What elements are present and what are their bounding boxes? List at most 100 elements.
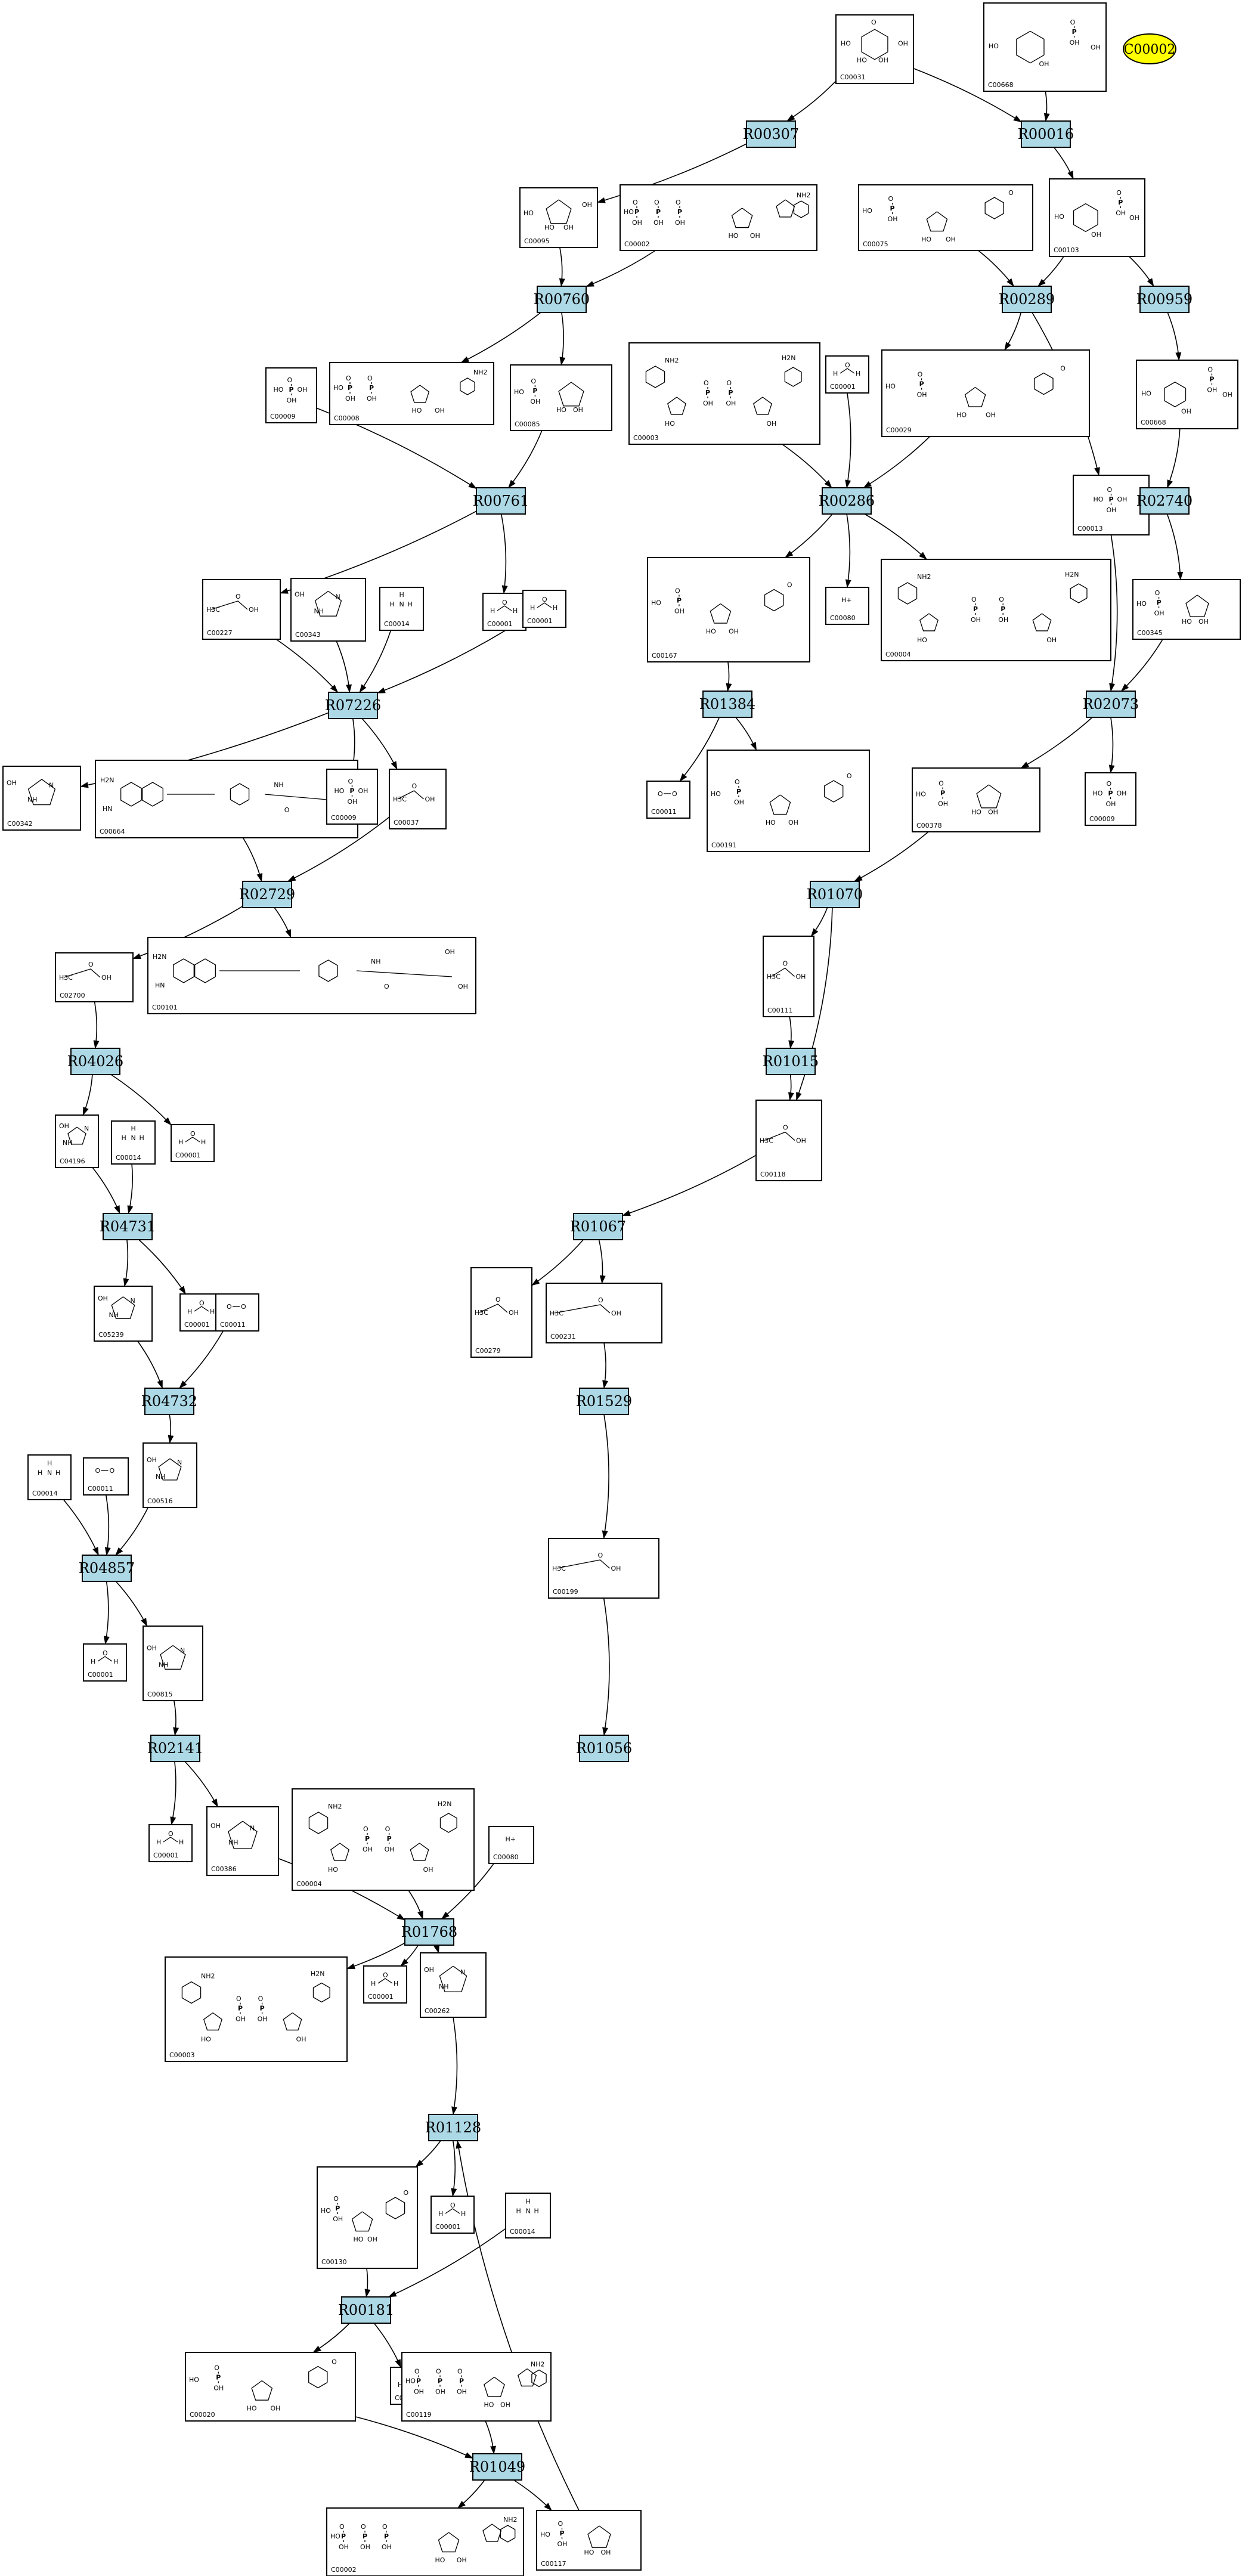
atom-label: H: [530, 604, 535, 612]
reaction-r00181[interactable]: R00181: [338, 2296, 394, 2324]
reaction-id: R02073: [1083, 696, 1139, 713]
reaction-r02740[interactable]: R02740: [1136, 487, 1193, 515]
reaction-r01015[interactable]: R01015: [763, 1048, 819, 1075]
compound-c00080[interactable]: H+C00080: [825, 587, 869, 625]
reaction-r00307[interactable]: R00307: [743, 120, 799, 148]
reaction-r01070[interactable]: R01070: [807, 881, 863, 908]
reaction-r02073[interactable]: R02073: [1083, 691, 1139, 718]
edge-64: [63, 1499, 99, 1556]
reaction-r04732[interactable]: R04732: [141, 1388, 197, 1415]
reaction-r00016[interactable]: R00016: [1018, 120, 1074, 148]
atom-label: HO: [711, 790, 721, 798]
reaction-r00959[interactable]: R00959: [1136, 286, 1193, 313]
atom-label: H: [553, 604, 557, 612]
reaction-box: [579, 1388, 629, 1415]
atom-label: H: [856, 370, 860, 377]
reaction-r02729[interactable]: R02729: [239, 881, 295, 908]
compound-id: C00037: [394, 819, 419, 826]
compound-id: C00262: [425, 2007, 450, 2015]
reaction-r00761[interactable]: R00761: [473, 487, 529, 515]
edge-31: [726, 661, 732, 692]
reaction-r00289[interactable]: R00289: [999, 286, 1055, 313]
reaction-r01067[interactable]: R01067: [570, 1213, 626, 1240]
reaction-r00760[interactable]: R00760: [534, 286, 590, 313]
highlight-compound[interactable]: C00002: [1123, 33, 1176, 64]
reaction-r01384[interactable]: R01384: [699, 691, 755, 718]
reaction-r02141[interactable]: R02141: [147, 1735, 203, 1762]
reaction-r00286[interactable]: R00286: [819, 487, 875, 515]
reaction-r04857[interactable]: R04857: [79, 1555, 135, 1582]
reaction-r01056[interactable]: R01056: [576, 1735, 632, 1762]
reaction-r04026[interactable]: R04026: [67, 1048, 123, 1075]
reaction-r07226[interactable]: R07226: [325, 692, 381, 719]
reaction-r01768[interactable]: R01768: [401, 1918, 457, 1946]
compound-c00080[interactable]: H+C00080: [488, 1826, 534, 1864]
reaction-r01049[interactable]: R01049: [469, 2453, 525, 2481]
reaction-r04731[interactable]: R04731: [100, 1213, 156, 1240]
reaction-r01128[interactable]: R01128: [425, 2114, 481, 2141]
compound-id: C00343: [295, 631, 321, 639]
compound-c00664[interactable]: H2NHNNHOHOHOC00664: [95, 760, 358, 838]
reaction-r01529[interactable]: R01529: [576, 1388, 632, 1415]
